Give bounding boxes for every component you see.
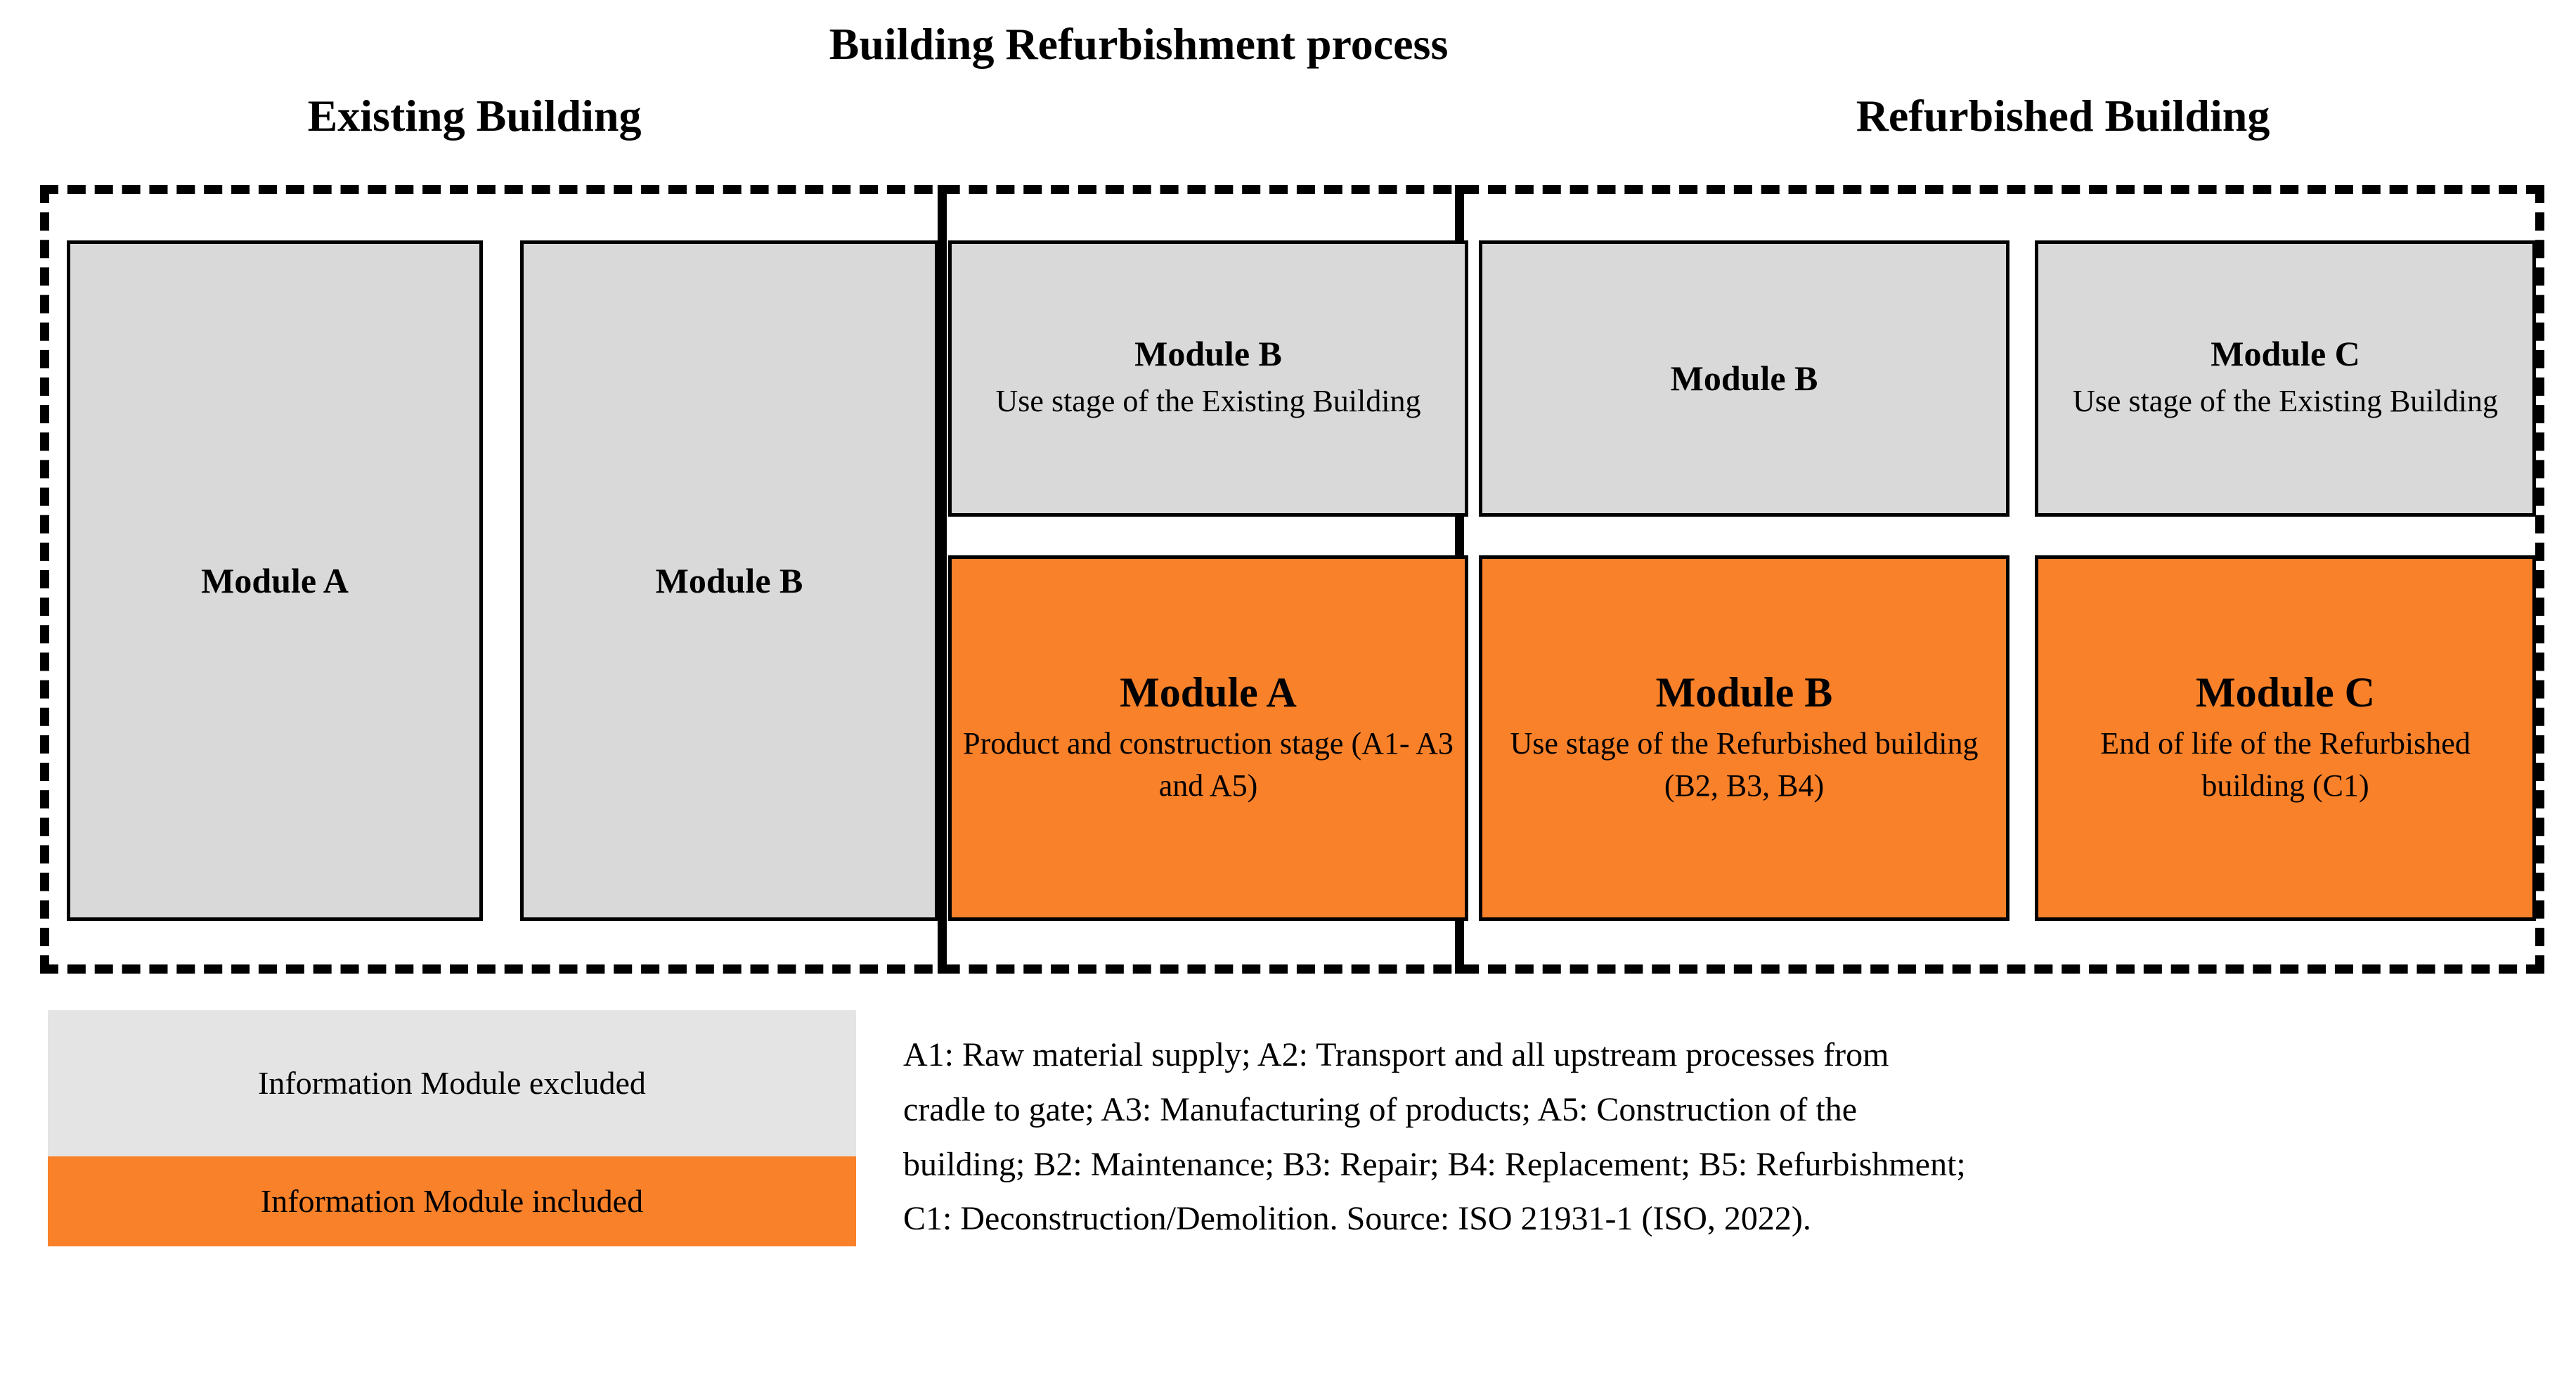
module-box-refurbished-c-included: Module C End of life of the Refurbished … <box>2035 555 2536 921</box>
section-divider-existing-process <box>938 185 947 974</box>
legend-label-included: Information Module included <box>260 1182 644 1219</box>
system-boundary-dashed-frame <box>40 185 2544 974</box>
module-box-refurbished-c-excluded: Module C Use stage of the Existing Build… <box>2035 240 2536 517</box>
header-refurbished-building: Refurbished Building <box>1856 91 2270 141</box>
legend-item-included: Information Module included <box>48 1156 856 1246</box>
caption-line-2: cradle to gate; A3: Manufacturing of pro… <box>903 1090 1858 1128</box>
module-title: Module C <box>2211 334 2360 374</box>
module-subtitle: Use stage of the Existing Building <box>2073 384 2498 419</box>
module-box-existing-b: Module B <box>520 240 938 921</box>
module-title: Module C <box>2196 669 2375 716</box>
module-title: Module B <box>1134 334 1282 374</box>
caption-line-3: building; B2: Maintenance; B3: Repair; B… <box>903 1145 1966 1183</box>
legend: Information Module excluded Information … <box>48 1010 856 1246</box>
header-existing-building: Existing Building <box>307 91 642 141</box>
module-subtitle: Product and construction stage (A1- A3 a… <box>963 726 1454 803</box>
header-refurbishment-process: Building Refurbishment process <box>829 19 1449 69</box>
module-box-refurbished-b-included: Module B Use stage of the Refurbished bu… <box>1479 555 2009 921</box>
module-subtitle: End of life of the Refurbished building … <box>2100 726 2471 803</box>
module-title: Module B <box>655 560 803 600</box>
caption-line-4: C1: Deconstruction/Demolition. Source: I… <box>903 1200 1811 1238</box>
module-box-refurbished-b-excluded: Module B <box>1479 240 2009 517</box>
caption-block: A1: Raw material supply; A2: Transport a… <box>903 1028 2520 1246</box>
module-box-process-b-excluded: Module B Use stage of the Existing Build… <box>948 240 1468 517</box>
module-title: Module B <box>1670 359 1818 398</box>
module-box-existing-a: Module A <box>67 240 483 921</box>
module-box-process-a-included: Module A Product and construction stage … <box>948 555 1468 921</box>
module-title: Module B <box>1655 669 1833 716</box>
module-title: Module A <box>1120 669 1297 716</box>
module-subtitle: Use stage of the Existing Building <box>995 384 1421 419</box>
caption-line-1: A1: Raw material supply; A2: Transport a… <box>903 1036 1889 1073</box>
legend-label-excluded: Information Module excluded <box>258 1064 646 1101</box>
legend-item-excluded: Information Module excluded <box>48 1010 856 1156</box>
module-title: Module A <box>201 560 349 600</box>
module-subtitle: Use stage of the Refurbished building (B… <box>1510 726 1979 803</box>
